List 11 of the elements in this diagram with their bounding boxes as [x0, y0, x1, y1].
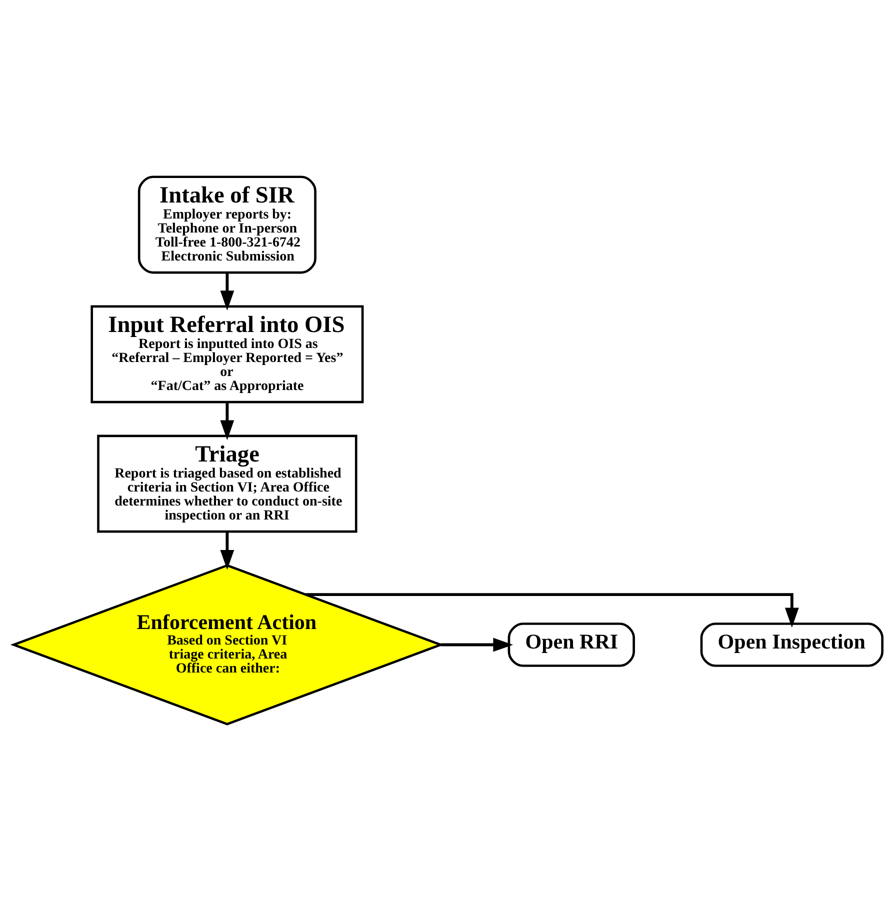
arrow [220, 532, 234, 570]
node-box: Triage Report is triaged based on established criteria in Section VI; Area Office determines whether to conduct on-site inspection or an RRI [96, 434, 357, 533]
node-box: Open Inspection [700, 622, 883, 667]
node-box: Input Referral into OIS Report is inputted into OIS as “Referral – Employer Reported = Yes” or “Fat/Cat” as Appropriate [90, 305, 364, 404]
node-box: Intake of SIR Employer reports by: Telephone or In-person Toll-free 1-800-321-6742 Electronic Submission [137, 176, 316, 274]
arrow [220, 272, 234, 311]
arrow [220, 402, 234, 440]
arrow [440, 638, 513, 652]
node-box: Open RRI [507, 622, 634, 667]
node-diamond: Enforcement Action Based on Section VI triage criteria, Area Office can either: [10, 564, 444, 726]
arrow [305, 593, 798, 628]
